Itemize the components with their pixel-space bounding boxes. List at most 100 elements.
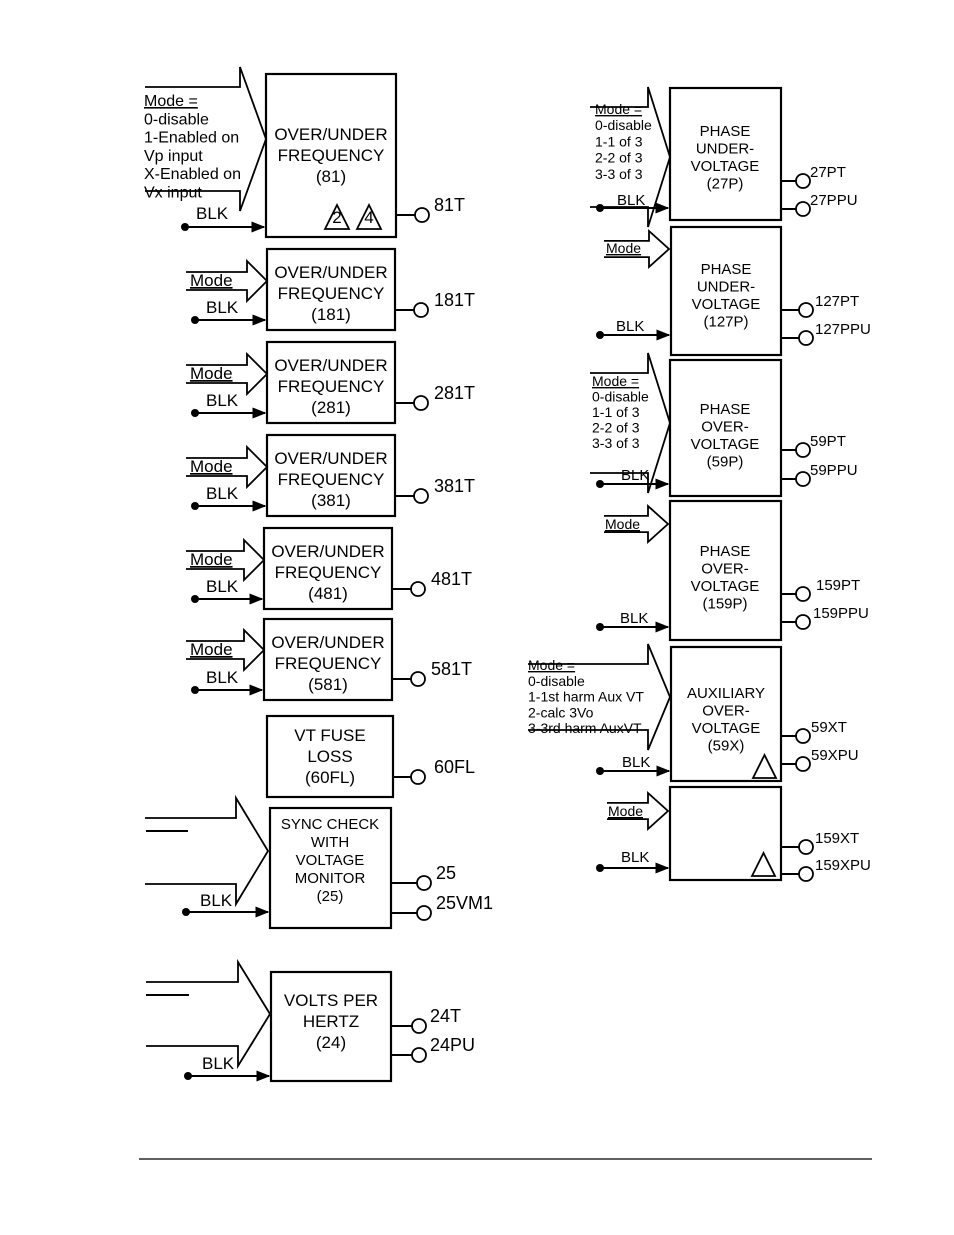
block-title-line: OVER-	[702, 703, 750, 720]
blk-label: BLK	[196, 204, 229, 223]
blk-input: BLK	[596, 467, 670, 490]
output-terminal-circle	[795, 201, 811, 217]
mode-text-line: 0-disable	[528, 673, 585, 689]
block-title-line: PHASE	[700, 543, 751, 560]
mode-text-line: 3-3 of 3	[592, 435, 640, 451]
blk-label: BLK	[206, 484, 239, 503]
output-terminal-circle	[795, 173, 811, 189]
output-label: 159XT	[815, 830, 859, 847]
block-title-line: VOLTAGE	[296, 852, 365, 869]
block-title-line: PHASE	[700, 401, 751, 418]
note-triangle: 2	[323, 202, 351, 230]
block-box	[668, 499, 783, 642]
block-title-line: (25)	[317, 888, 344, 905]
output-terminal-circle	[795, 614, 811, 630]
blk-label: BLK	[621, 849, 649, 866]
mode-text-line: 1-1 of 3	[592, 404, 640, 420]
output-label: 24PU	[430, 1035, 475, 1055]
block-title-line: (281)	[311, 398, 351, 417]
block-title-line: (127P)	[703, 314, 748, 331]
output-terminal-circle	[798, 330, 814, 346]
block-title-line: SYNC CHECK	[281, 816, 379, 833]
mode-arrow-shape	[186, 627, 266, 673]
output-181T: 181T	[395, 290, 475, 318]
block-box	[265, 714, 395, 799]
output-label: 581T	[431, 659, 472, 679]
output-terminal-circle	[416, 905, 432, 921]
block-title-line: OVER/UNDER	[274, 449, 387, 468]
mode-label: Mode	[190, 457, 233, 476]
output-terminal-circle	[416, 875, 432, 891]
mode-input: Mode	[186, 537, 266, 583]
mode-input: Mode	[186, 444, 269, 490]
blk-input: BLK	[191, 484, 267, 512]
mode-text-line: X-Enabled on	[144, 166, 241, 183]
block-title-line: UNDER-	[697, 279, 755, 296]
blk-input: BLK	[596, 754, 671, 777]
block-title-line: FREQUENCY	[275, 654, 382, 673]
mode-input: Mode	[604, 503, 670, 545]
output-60FL: 60FL	[393, 757, 475, 785]
mode-text-line: 3-3rd harm AuxVT	[528, 720, 642, 736]
blk-input: BLK	[191, 391, 267, 419]
output-159XT: 159XT	[781, 830, 859, 855]
output-label: 59PT	[810, 433, 846, 450]
output-label: 59PPU	[810, 462, 858, 479]
sync-arrow	[145, 794, 270, 908]
mode-label: Mode	[608, 803, 643, 819]
output-59PPU: 59PPU	[781, 462, 858, 487]
block-title-line: VT FUSE	[294, 726, 365, 745]
blk-label: BLK	[620, 610, 648, 627]
block-box	[265, 340, 397, 425]
mode-text-line: Mode =	[144, 93, 198, 110]
mode-text-line: 0-disable	[592, 389, 649, 405]
blk-label: BLK	[206, 391, 239, 410]
output-159PT: 159PT	[781, 577, 860, 602]
output-terminal-circle	[795, 756, 811, 772]
output-481T: 481T	[392, 569, 472, 597]
mode-text-line: 2-calc 3Vo	[528, 704, 594, 720]
block-title-line: UNDER-	[696, 141, 754, 158]
blk-input: BLK	[191, 577, 264, 605]
output-127PT: 127PT	[781, 293, 859, 318]
mode-text-line: 1-Enabled on	[144, 130, 239, 147]
mode-arrow-shape	[607, 790, 670, 832]
output-label: 381T	[434, 476, 475, 496]
output-581T: 581T	[392, 659, 472, 687]
block-box	[668, 86, 783, 222]
blk-label: BLK	[206, 577, 239, 596]
blk-input: BLK	[181, 204, 266, 233]
note-triangle	[751, 752, 778, 779]
blk-input: BLK	[596, 192, 670, 214]
mode-text-line: Vp input	[144, 148, 203, 165]
block-title-line: (159P)	[702, 596, 747, 613]
block-box	[262, 617, 394, 702]
block-box	[668, 785, 783, 882]
block-title-line: VOLTAGE	[692, 720, 761, 737]
output-label: 281T	[434, 383, 475, 403]
output-terminal-circle	[413, 302, 429, 318]
mode-text-line: 1-1st harm Aux VT	[528, 689, 644, 705]
mode-text-line: 2-2 of 3	[595, 150, 643, 166]
mode-text-line: 1-1 of 3	[595, 133, 643, 149]
block-title-line: (81)	[316, 167, 346, 186]
block-box	[269, 970, 393, 1083]
output-terminal-circle	[410, 769, 426, 785]
mode-arrow-shape	[186, 444, 269, 490]
blk-label: BLK	[200, 891, 233, 910]
output-terminal-circle	[795, 442, 811, 458]
output-terminal-circle	[798, 866, 814, 882]
output-25VM1: 25VM1	[391, 893, 493, 921]
mode-text-line: Mode =	[595, 101, 642, 117]
blk-input: BLK	[191, 298, 267, 326]
block-title-line: HERTZ	[303, 1012, 359, 1031]
output-terminal-circle	[411, 1047, 427, 1063]
